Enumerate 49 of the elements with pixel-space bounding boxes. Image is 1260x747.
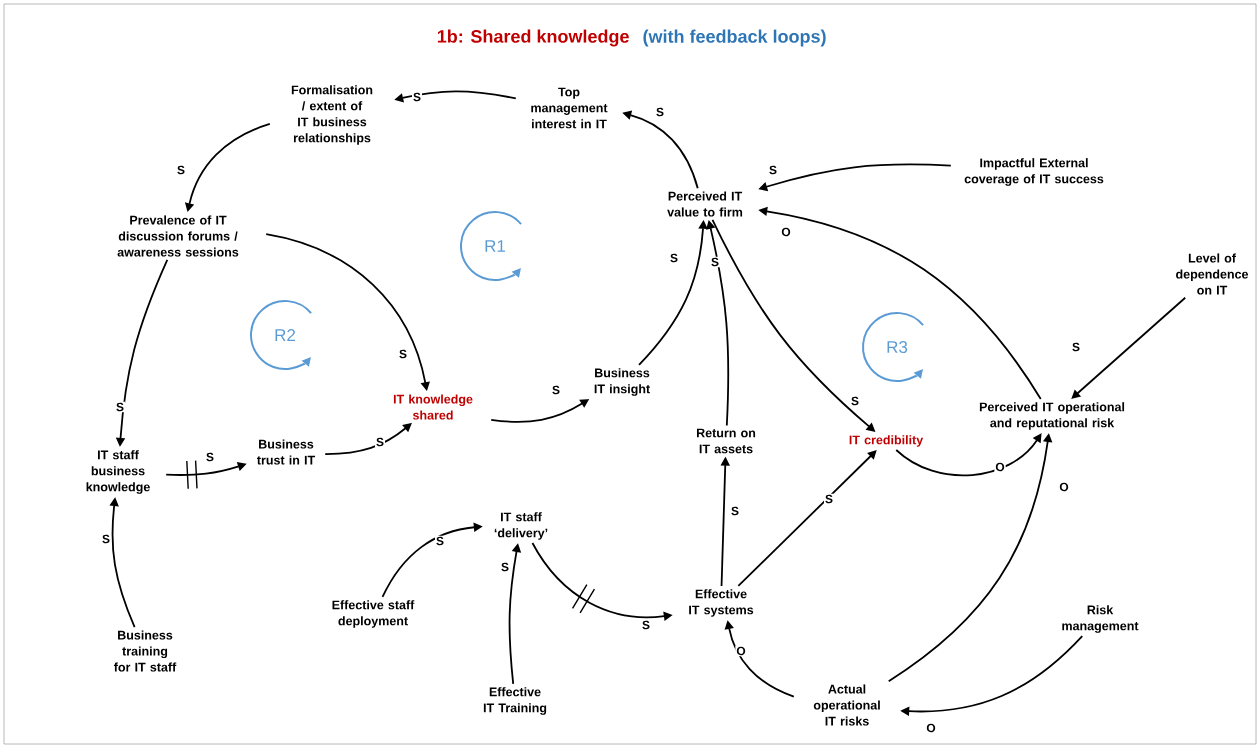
variable-label: Perceived IT value to firm [667,191,743,217]
variable-label-highlighted: IT knowledge shared [393,394,473,420]
variable-label: Effective IT Training [483,687,547,715]
polarity-label: S [176,164,186,176]
variable-label: Impactful External coverage of IT success [964,158,1104,186]
variable-label: Formalisation / extent of IT business relationships [291,85,373,145]
polarity-label: S [768,164,778,176]
variable-label: Perceived IT operational and reputational risk [979,402,1125,430]
polarity-label: S [412,91,422,103]
polarity-label: S [850,395,860,407]
variable-label: Business IT insight [594,368,650,396]
polarity-label: S [115,401,125,413]
polarity-label: S [398,348,408,360]
polarity-label: S [551,384,561,396]
variable-label-highlighted: IT credibility [849,435,924,447]
polarity-label: O [735,645,747,657]
polarity-label: S [435,535,445,547]
arrow [895,433,1042,477]
arrow [1071,296,1187,399]
variable-label: Return on IT assets [697,428,756,454]
arrow [737,450,877,587]
variable-label: IT staff ‘delivery’ [494,512,548,540]
polarity-label: S [375,436,385,448]
polarity-label: O [1058,481,1070,493]
polarity-label: S [669,252,679,264]
variable-label: Business training for IT staff [114,630,177,672]
polarity-label: S [824,493,834,505]
polarity-label: S [655,106,665,118]
polarity-label: S [730,505,740,517]
polarity-label: S [205,451,215,463]
variable-label: Top management interest in IT [531,87,608,129]
polarity-label: S [710,256,720,268]
polarity-label: S [101,533,111,545]
variable-label: Prevalence of IT discussion forums / awareness sessions [117,215,239,257]
variable-label: IT staff business knowledge [86,450,150,494]
variable-label: Effective IT systems [689,589,754,617]
variable-label: Actual operational IT risks [813,684,880,726]
polarity-label: O [925,722,937,734]
subtitle: (with feedback loops) [643,29,826,47]
polarity-label: S [641,619,651,631]
variable-label: Level of dependence on IT [1176,253,1249,295]
polarity-label: O [780,226,792,238]
variable-label: Business trust in IT [257,439,316,465]
polarity-label: S [1071,341,1081,353]
variable-label: Effective staff deployment [332,600,415,628]
variable-label: Risk management [1062,605,1139,633]
title: 1b: Shared knowledge [437,29,629,47]
polarity-label: O [994,461,1006,473]
polarity-label: S [500,561,510,573]
